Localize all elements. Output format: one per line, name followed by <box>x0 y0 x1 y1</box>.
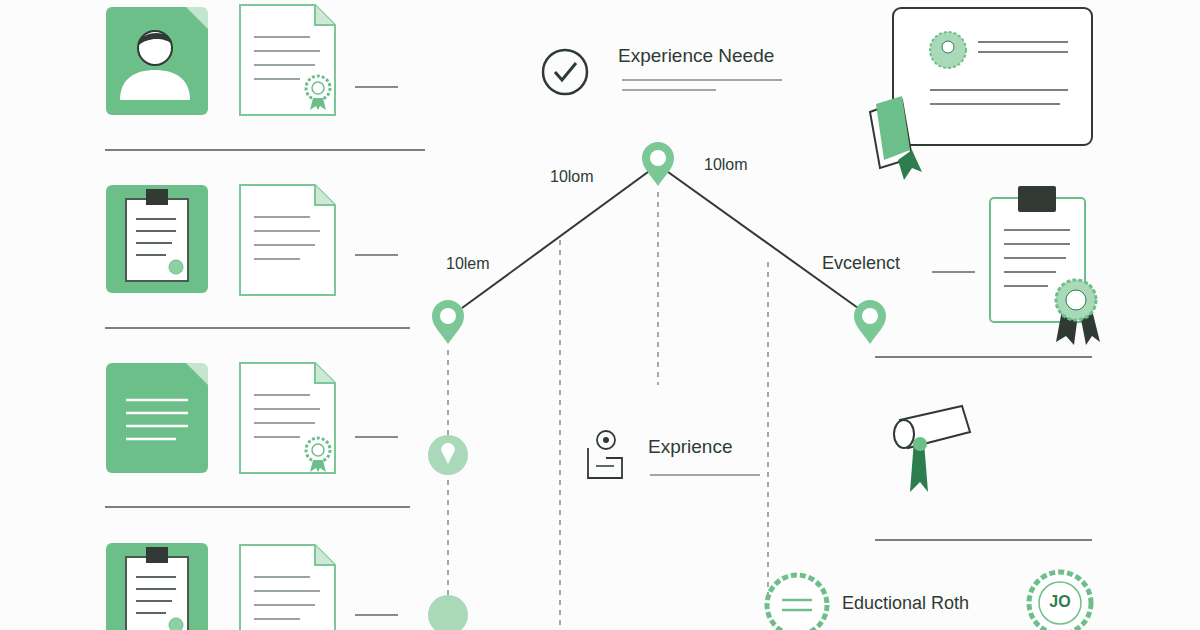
right-column <box>767 8 1100 630</box>
label-text: 10lom <box>704 156 748 174</box>
label-text: Exprience <box>648 436 733 458</box>
label-text: 10lem <box>446 255 490 273</box>
label-text: 10lom <box>550 168 594 186</box>
label-text: Evcelenct <box>822 253 900 274</box>
medal-text: JO <box>1049 593 1070 611</box>
label-text: Experience Neede <box>618 45 774 67</box>
timeline <box>428 50 886 630</box>
left-column <box>105 5 425 630</box>
label-text: Eductional Roth <box>842 593 969 614</box>
